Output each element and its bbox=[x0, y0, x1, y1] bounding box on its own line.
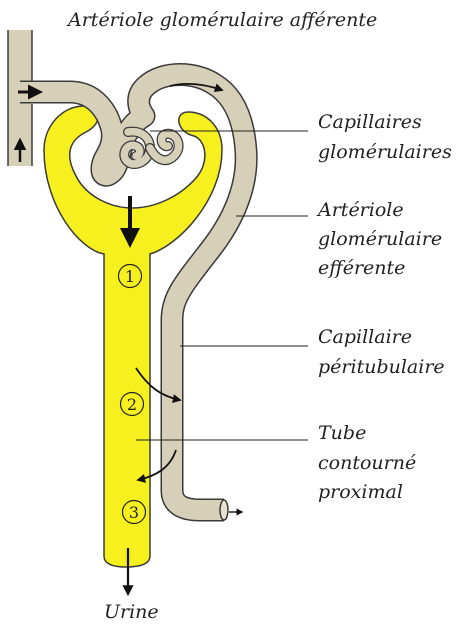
label-glomerular-capillaries-1: Capillaires bbox=[318, 111, 422, 133]
label-proximal-tube-1: Tube bbox=[318, 422, 366, 444]
label-proximal-tube-3: proximal bbox=[318, 481, 403, 503]
glomerular-capillaries bbox=[124, 132, 178, 164]
label-efferent-arteriole-3: efférente bbox=[318, 257, 405, 279]
bowman-capsule bbox=[44, 106, 222, 567]
label-urine: Urine bbox=[104, 601, 159, 623]
step-marker-3-text: 3 bbox=[129, 503, 139, 522]
label-peritubular-capillary-1: Capillaire bbox=[318, 326, 412, 348]
label-afferent-arteriole: Artériole glomérulaire afférente bbox=[66, 9, 377, 31]
step-marker-1-text: 1 bbox=[125, 267, 135, 286]
step-marker-2-text: 2 bbox=[127, 395, 137, 414]
label-peritubular-capillary-2: péritubulaire bbox=[318, 356, 445, 378]
label-proximal-tube-2: contourné bbox=[318, 452, 416, 474]
renal-tubule bbox=[44, 106, 222, 567]
vessel-cut-end bbox=[220, 500, 228, 520]
label-glomerular-capillaries-2: glomérulaires bbox=[318, 141, 452, 163]
label-efferent-arteriole-1: Artériole bbox=[316, 199, 404, 221]
label-efferent-arteriole-2: glomérulaire bbox=[318, 228, 442, 250]
